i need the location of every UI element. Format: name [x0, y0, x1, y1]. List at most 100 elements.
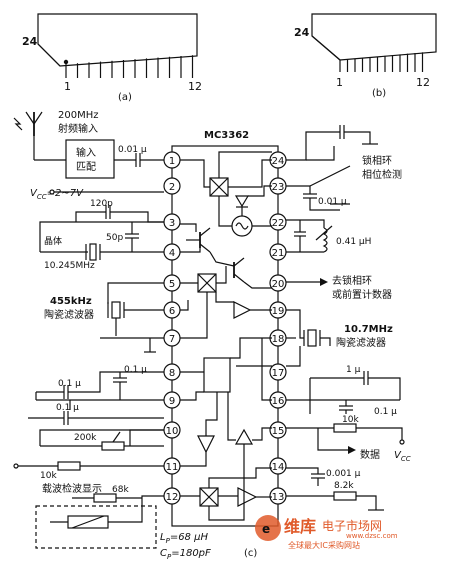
filter-455-freq: 455kHz: [50, 296, 92, 307]
resistor-82k-label: 8.2k: [334, 481, 354, 491]
cap-9-label: 0.1 μ: [56, 403, 79, 413]
to-pll-label-2: 或前置计数器: [332, 288, 392, 301]
chip-pin-1: 1: [163, 151, 181, 169]
chip-pin-1-label: 1: [169, 156, 175, 167]
ceramic-filter-455-icon: [107, 282, 164, 336]
filter-107-freq: 10.7MHz: [344, 324, 393, 335]
package-b-pin-1: 1: [336, 76, 343, 89]
mixer-1-icon: [209, 177, 229, 197]
chip-pin-10-label: 10: [166, 426, 179, 437]
chip-pin-8: 8: [163, 363, 181, 381]
crystal-frequency: 10.245MHz: [44, 261, 95, 271]
chip-pin-12: 12: [163, 487, 181, 505]
decoupling-pin16-icon: [286, 371, 401, 414]
watermark-site: 电子市场网: [322, 518, 382, 533]
chip-pin-8-label: 8: [169, 368, 175, 379]
carrier-detect-label: 载波检波显示: [42, 482, 102, 495]
filter-455-label: 陶瓷滤波器: [44, 308, 94, 321]
crystal-label: 晶体: [44, 235, 62, 247]
pll-label-2: 相位检测: [362, 168, 402, 181]
pin12-tank-icon: [35, 493, 164, 549]
input-matching-label-2: 匹配: [76, 161, 96, 173]
quadrature-detector-block: [203, 357, 231, 393]
vco-oscillator-icon: [231, 215, 253, 237]
package-b-pin-24: 24: [294, 26, 310, 39]
resistor-82k-icon: [286, 491, 384, 511]
chip-pin-11-label: 11: [166, 462, 179, 473]
chip-pin-19-label: 19: [272, 306, 285, 317]
chip-pin-22: 22: [269, 213, 287, 231]
chip-pin-11: 11: [163, 457, 181, 475]
chip-name: MC3362: [204, 130, 249, 141]
package-b-drawing: [311, 13, 437, 72]
pot-200k-icon: [39, 429, 164, 451]
input-capacitor-icon: [135, 153, 141, 167]
vcc-label: VCC=2~7V: [30, 188, 84, 201]
chip-pin-3-label: 3: [169, 218, 175, 229]
chip-pin-5: 5: [163, 274, 181, 292]
chip-pin-4: 4: [163, 243, 181, 261]
input-matching-block: [65, 139, 115, 179]
chip-pin-23-label: 23: [272, 182, 285, 193]
vcc-right-label: VCC: [394, 450, 411, 463]
chip-pin-7-label: 7: [169, 334, 175, 345]
resistor-10k-15-label: 10k: [342, 415, 359, 425]
cp-value: CP=180pF: [160, 548, 211, 561]
chip-pin-14-label: 14: [272, 462, 285, 473]
chip-pin-6-label: 6: [169, 306, 175, 317]
cap-120p-label: 120p: [90, 199, 113, 209]
chip-pin-23: 23: [269, 177, 287, 195]
chip-pin-13-label: 13: [272, 492, 285, 503]
dzsc-watermark-logo: e 维库 电子市场网 www.dzsc.com 全球最大IC采购网站: [255, 515, 398, 550]
chip-pin-9-label: 9: [169, 396, 175, 407]
chip-pin-22-label: 22: [272, 218, 285, 229]
chip-pin-21: 21: [269, 243, 287, 261]
cap-pin23-label: 0.01 μ: [318, 197, 347, 207]
chip-pin-13: 13: [269, 487, 287, 505]
figure-caption-c: (c): [244, 548, 257, 559]
chip-pin-20: 20: [269, 274, 287, 292]
inductor-041-label: 0.41 μH: [336, 237, 371, 247]
input-cap-value: 0.01 μ: [118, 145, 147, 155]
cap-8-label: 0.1 μ: [58, 379, 81, 389]
phase-detector-icon: [199, 487, 219, 507]
cap-pin14-icon: [286, 467, 325, 486]
resistor-10k-15-icon: [286, 423, 405, 445]
package-a-caption: (a): [118, 92, 132, 103]
package-b-pin-12: 12: [416, 76, 430, 89]
chip-pin-16-label: 16: [272, 396, 285, 407]
oscillator-transistor-icon: [186, 227, 211, 253]
pll-cap-icon: [286, 125, 378, 161]
crystal-icon: [39, 221, 164, 261]
chip-pin-18-label: 18: [272, 334, 285, 345]
pot-200k-label: 200k: [74, 433, 97, 443]
cap-pin14-label: 0.001 μ: [326, 469, 361, 479]
mixer-2-icon: [197, 273, 217, 293]
cap-01-16-label: 0.1 μ: [374, 407, 397, 417]
data-comparator-icon: [234, 428, 254, 445]
chip-pin-24-label: 24: [272, 156, 285, 167]
resistor-10k-11-label: 10k: [40, 471, 57, 481]
internal-wiring: [180, 151, 272, 521]
chip-pin-15: 15: [269, 421, 287, 439]
to-pll-label-1: 去锁相环: [332, 274, 372, 287]
buffer-transistor-icon: [233, 257, 245, 283]
watermark-slogan: 全球最大IC采购网站: [288, 540, 360, 550]
lp-value: LP=68 μH: [160, 532, 208, 545]
pll-label-1: 锁相环: [362, 154, 392, 167]
chip-pin-20-label: 20: [272, 279, 285, 290]
watermark-url: www.dzsc.com: [346, 532, 398, 540]
input-matching-label-1: 输入: [76, 146, 96, 159]
svg-text:e: e: [262, 522, 270, 536]
chip-pin-16: 16: [269, 391, 287, 409]
limiter-amplifier-icon: [237, 487, 258, 507]
package-b-caption: (b): [372, 88, 386, 99]
inductor-041-icon: [286, 219, 333, 253]
cap-pin23-icon: [286, 185, 350, 211]
package-a-drawing: [37, 13, 198, 78]
ceramic-filter-107-icon: [286, 309, 331, 367]
carrier-detect-amp-icon: [197, 435, 215, 454]
chip-pin-10: 10: [163, 421, 181, 439]
chip-pin-6: 6: [163, 301, 181, 319]
